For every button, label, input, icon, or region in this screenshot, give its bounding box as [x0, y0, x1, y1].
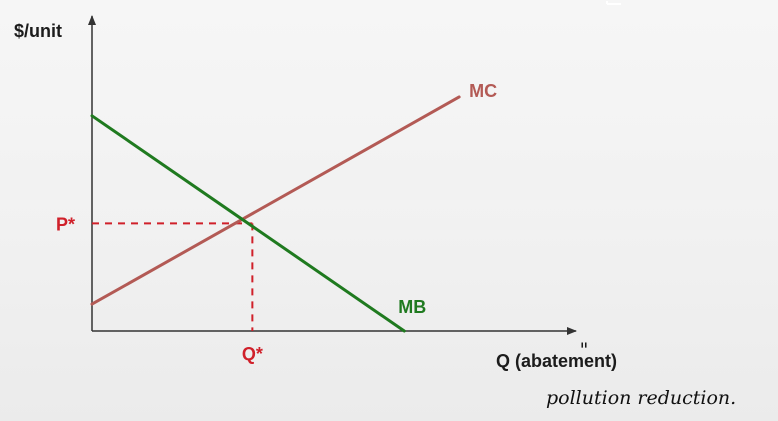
- x-axis-label: Q (abatement): [496, 351, 617, 371]
- series-label-mc: MC: [469, 81, 497, 101]
- series-line-mc: [90, 95, 461, 306]
- screen-corner-mark: [606, 1, 621, 5]
- y-axis-label: $/unit: [14, 21, 62, 41]
- handwritten-annotation: " pollution reduction.: [546, 339, 736, 409]
- series-line-mb: [90, 114, 406, 333]
- equilibrium-quantity-label: Q*: [242, 344, 263, 364]
- annotation-text: pollution reduction.: [546, 387, 736, 409]
- series-label-mb: MB: [398, 297, 426, 317]
- ditto-mark: ": [580, 339, 589, 361]
- equilibrium-price-label: P*: [56, 214, 75, 234]
